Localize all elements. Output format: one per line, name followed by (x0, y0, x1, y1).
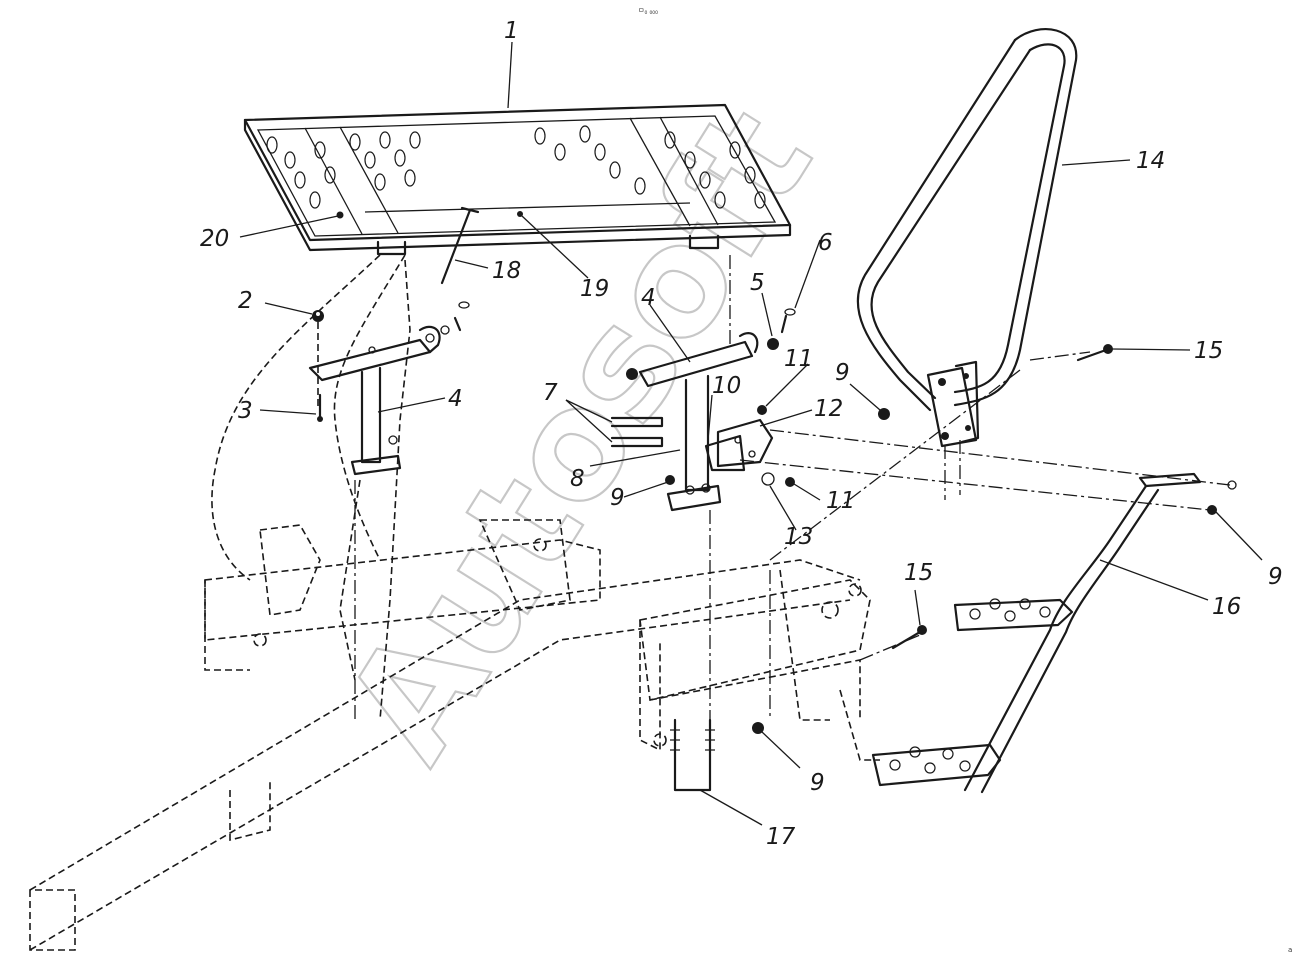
callout-4: 4 (448, 386, 463, 412)
callout-8: 8 (570, 466, 585, 492)
callout-11: 11 (784, 346, 813, 372)
callout-3: 3 (238, 398, 253, 424)
callout-17: 17 (766, 824, 796, 850)
callout-16: 16 (1212, 594, 1241, 620)
platform-perforations (266, 125, 766, 209)
callout-15: 15 (904, 560, 933, 586)
callout-9: 9 (835, 360, 850, 386)
chassis-frame-dashed (29, 254, 880, 951)
callout-18: 18 (492, 258, 521, 284)
callout-1: 1 (504, 18, 519, 44)
header-mark: ᄆ₀ ₀₀₀ (638, 8, 658, 16)
callout-15: 15 (1194, 338, 1223, 364)
callout-7: 7 (543, 380, 558, 406)
callout-19: 19 (580, 276, 609, 302)
watermark: Autosoft (313, 80, 846, 789)
step-ladder-part (752, 472, 1237, 794)
callout-13: 13 (784, 524, 813, 550)
callout-6: 6 (818, 230, 833, 256)
callout-9: 9 (810, 770, 825, 796)
callout-5: 5 (750, 270, 765, 296)
callout-14: 14 (1136, 148, 1165, 174)
callout-9: 9 (1268, 564, 1283, 590)
callout-10: 10 (712, 373, 741, 399)
corner-mark: a (1288, 946, 1292, 954)
callout-2: 2 (238, 288, 253, 314)
callout-11: 11 (826, 488, 855, 514)
callout-4: 4 (641, 285, 656, 311)
callout-20: 20 (200, 226, 229, 252)
handrail-part (856, 28, 1113, 448)
left-support-bracket (308, 301, 470, 476)
callout-9: 9 (610, 485, 625, 511)
callout-leaders (239, 41, 1263, 826)
locking-pin-part (440, 206, 480, 285)
callout-12: 12 (814, 396, 843, 422)
u-bolt-part (670, 718, 715, 792)
right-support-bracket (610, 308, 796, 512)
platform-seat-part (243, 103, 792, 256)
